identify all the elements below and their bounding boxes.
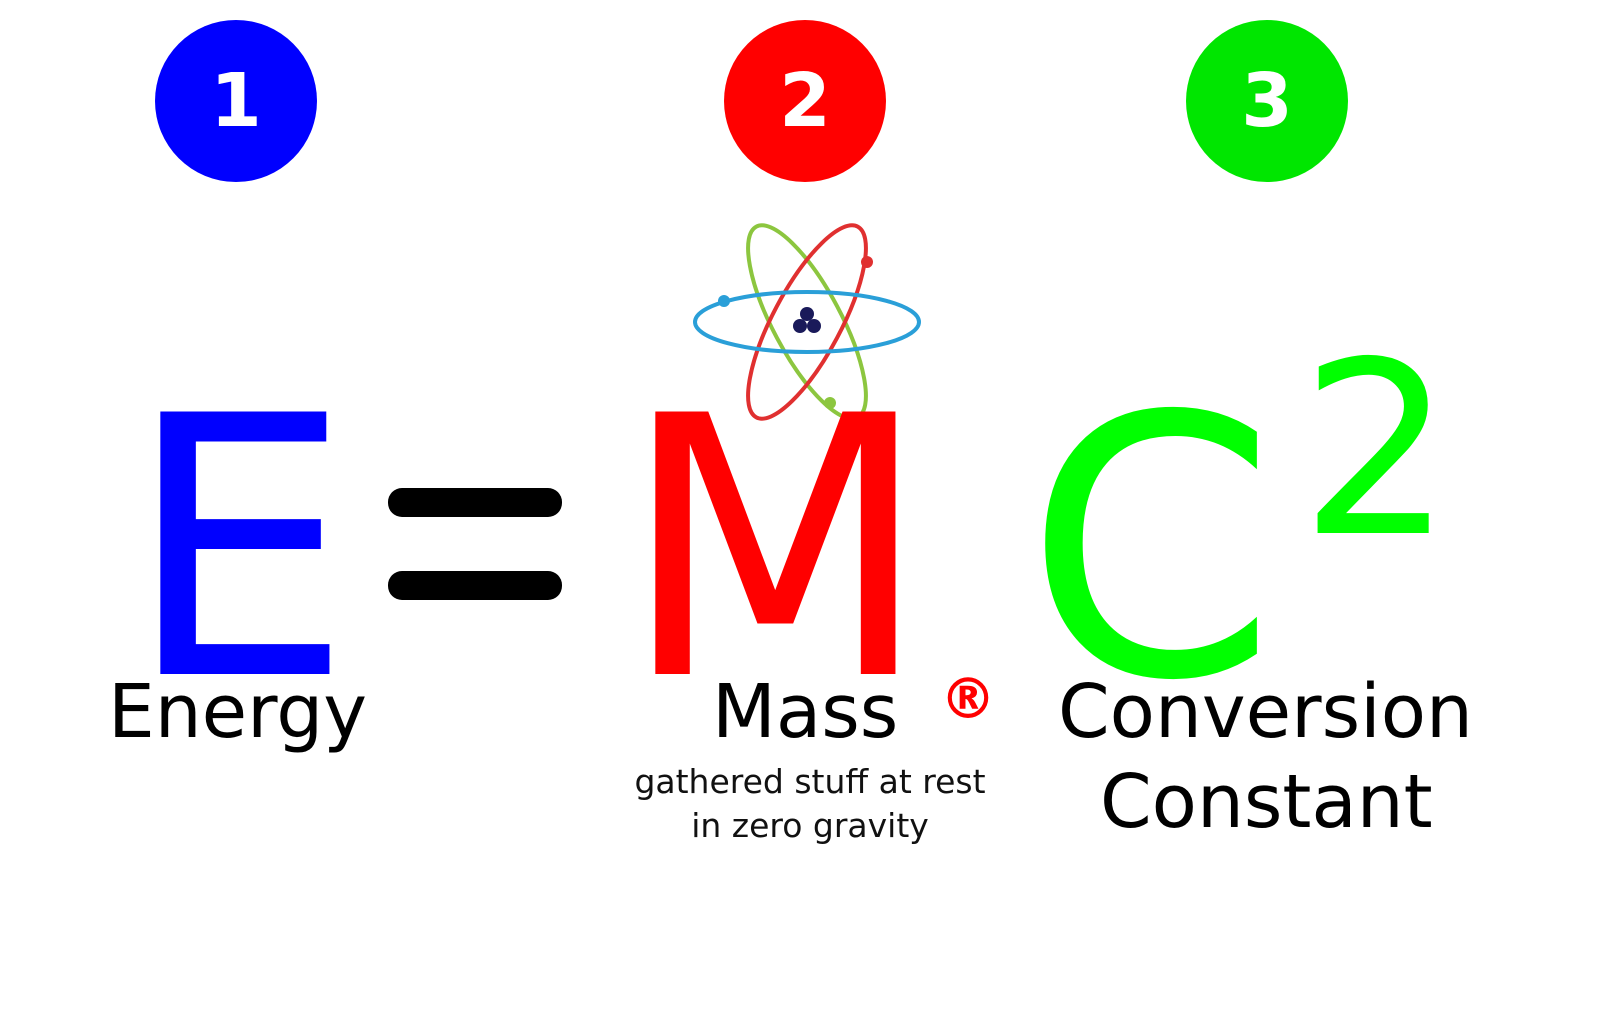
energy-letter: E xyxy=(125,340,353,759)
equals-bar-bottom xyxy=(388,571,562,600)
atom-icon xyxy=(693,223,921,421)
step-2-number: 2 xyxy=(779,58,831,144)
step-3-number: 3 xyxy=(1241,58,1293,144)
step-2-circle: 2 xyxy=(724,20,886,182)
registered-mark: ® xyxy=(940,667,996,732)
step-1-number: 1 xyxy=(210,58,262,144)
constant-letter: C xyxy=(1025,340,1277,759)
equals-bar-top xyxy=(388,488,562,517)
mass-description-line-2: in zero gravity xyxy=(691,806,929,845)
step-1-circle: 1 xyxy=(155,20,317,182)
mass-letter: M xyxy=(620,340,931,759)
constant-label-line-1: Conversion xyxy=(1058,669,1473,755)
exponent: 2 xyxy=(1300,310,1453,590)
mass-label: Mass xyxy=(712,669,899,755)
equals-sign xyxy=(388,488,562,602)
step-3-circle: 3 xyxy=(1186,20,1348,182)
constant-label-line-2: Constant xyxy=(1100,759,1433,845)
mass-description-line-1: gathered stuff at rest xyxy=(634,762,986,801)
mass-description: gathered stuff at rest in zero gravity xyxy=(600,760,1020,848)
energy-label: Energy xyxy=(108,669,368,755)
